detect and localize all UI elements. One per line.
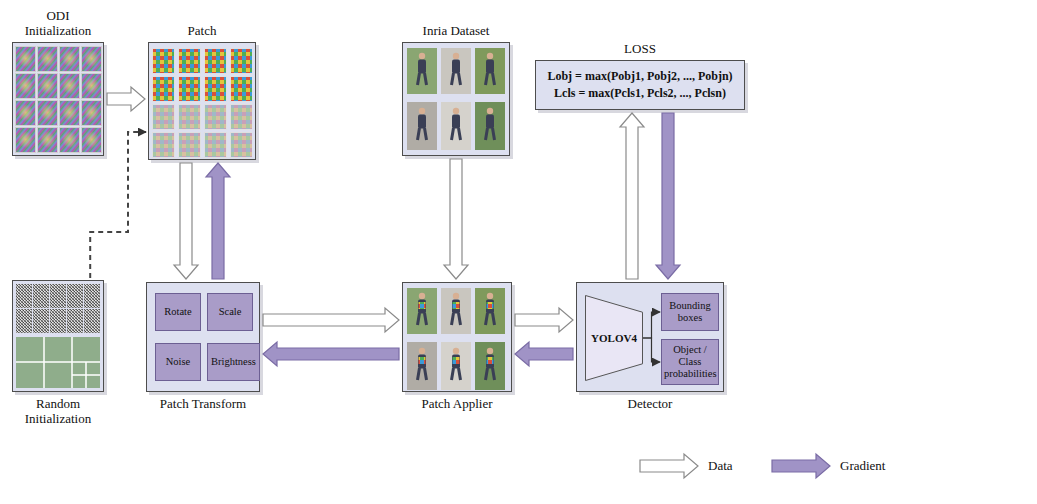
box-fill	[402, 282, 512, 392]
heading-wrap: ODI Initialization	[12, 9, 104, 39]
output-box: Bounding boxes	[661, 293, 719, 331]
output-box: Object / Class probabilities	[661, 339, 719, 385]
box-shadow	[15, 283, 107, 395]
box-heading: Inria Dataset	[386, 24, 526, 39]
legend-arrow	[640, 454, 698, 478]
loss-formula: Lobj = max(Pobj1, Pobj2, ..., Pobjn)	[547, 68, 732, 85]
patch-grid	[152, 104, 252, 158]
gradient-arrow	[206, 163, 230, 279]
data-arrow	[444, 159, 468, 279]
box-fill	[146, 282, 260, 392]
box-heading: Patch Applier	[387, 397, 527, 412]
box-heading: Patch	[142, 24, 262, 39]
box-fill	[535, 60, 745, 110]
box-heading: Random Initialization	[12, 397, 104, 427]
box-fill	[148, 42, 256, 160]
dashed-arrow	[90, 132, 146, 278]
applied-patch	[419, 357, 426, 364]
box-shadow	[151, 45, 259, 163]
box-heading: ODI Initialization	[12, 9, 104, 39]
applied-patch	[453, 302, 460, 309]
applied-patch	[419, 302, 426, 309]
noise-patches	[16, 284, 101, 334]
box-fill	[12, 42, 104, 156]
box-heading: Patch Transform	[133, 397, 273, 412]
output-arrow	[643, 338, 660, 362]
applied-patch	[487, 357, 494, 364]
box-shadow	[15, 45, 107, 159]
box-fill	[402, 42, 510, 156]
data-arrow	[174, 163, 198, 279]
box-heading: Detector	[580, 397, 720, 412]
network-block: YOLOV4	[585, 295, 643, 381]
legend-item: Data	[708, 457, 733, 475]
box-label: Brightness	[208, 356, 259, 368]
legend-label: Gradient	[840, 459, 885, 474]
applier-panel: Patch Applier	[402, 282, 512, 392]
patch-grid	[152, 48, 252, 104]
heading-wrap: LOSS	[580, 42, 700, 57]
transform-panel: Patch TransformRotateScaleNoiseBrightnes…	[146, 282, 260, 392]
data-arrow	[515, 308, 573, 332]
transform-op: Rotate	[155, 293, 201, 331]
data-arrow	[107, 87, 145, 111]
loss-box: LOSSLobj = max(Pobj1, Pobj2, ..., Pobjn)…	[535, 60, 745, 110]
trapezoid-shape	[586, 296, 643, 381]
gradient-arrow	[656, 113, 680, 279]
odi-patch-grid	[15, 46, 103, 154]
box-label: Object / Class probabilities	[662, 344, 718, 380]
box-label: Noise	[156, 356, 200, 368]
heading-wrap: Random Initialization	[12, 397, 104, 427]
transform-op: Scale	[207, 293, 253, 331]
heading-wrap: Patch Transform	[133, 397, 273, 412]
box-label: Scale	[208, 306, 252, 318]
box-fill	[576, 282, 724, 392]
transform-op: Brightness	[207, 343, 260, 381]
init-panel: Random Initialization	[12, 280, 104, 392]
output-arrow	[643, 312, 660, 338]
gradient-arrow	[263, 342, 399, 366]
box-label: YOLOV4	[585, 332, 643, 345]
box-fill	[12, 280, 104, 392]
patch-panel: Patch	[148, 42, 256, 160]
applied-patch	[453, 357, 460, 364]
detector-panel: DetectorYOLOV4Bounding boxesObject / Cla…	[576, 282, 724, 392]
init-panel: ODI Initialization	[12, 42, 104, 156]
legend-label: Data	[708, 459, 733, 474]
heading-wrap: Patch Applier	[387, 397, 527, 412]
legend-arrow	[772, 454, 830, 478]
transform-op: Noise	[155, 343, 201, 381]
box-label: Rotate	[156, 306, 200, 318]
box-label: Bounding boxes	[662, 300, 718, 324]
plain-patches	[16, 337, 100, 388]
box-shadow	[405, 45, 513, 159]
gradient-arrow	[515, 342, 573, 366]
patch-dividers	[16, 337, 100, 388]
loss-formula: Lcls = max(Pcls1, Pcls2, ..., Pclsn)	[554, 85, 726, 102]
patched-photos	[407, 288, 505, 390]
data-arrow	[620, 113, 644, 279]
heading-wrap: Detector	[580, 397, 720, 412]
applied-patch	[487, 302, 494, 309]
heading-wrap: Inria Dataset	[386, 24, 526, 39]
legend-item: Gradient	[840, 457, 885, 475]
dataset-photos	[407, 48, 505, 150]
heading-wrap: Patch	[142, 24, 262, 39]
box-heading: LOSS	[580, 42, 700, 57]
dataset-panel: Inria Dataset	[402, 42, 510, 156]
data-arrow	[263, 308, 399, 332]
